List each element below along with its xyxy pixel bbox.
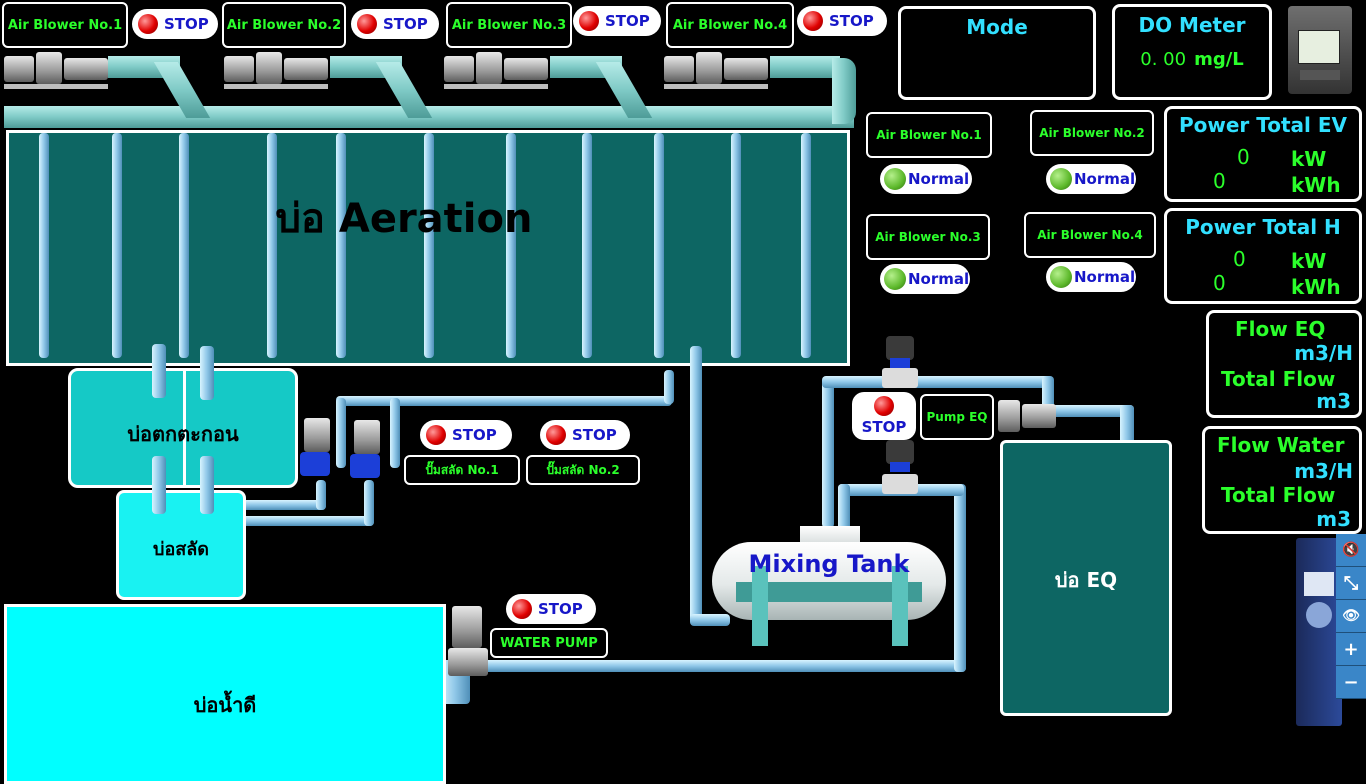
normal-indicator-icon — [884, 268, 906, 290]
sludge-pump-2-label: ปั๊มสลัด No.2 — [526, 455, 640, 485]
clean-water-tank: บ่อน้ำดี — [4, 604, 446, 784]
mode-title: Mode — [966, 15, 1028, 39]
flow-eq-rate-unit: m3/H — [1294, 341, 1353, 365]
stop-indicator-icon — [426, 425, 446, 445]
water-pump-stop-button[interactable]: STOP — [506, 594, 596, 624]
valve-upper[interactable] — [880, 336, 920, 390]
do-meter-unit: mg/L — [1194, 49, 1244, 70]
aeration-outlet-pipe — [690, 346, 702, 624]
stop-indicator-icon — [512, 599, 532, 619]
mode-panel: Mode — [898, 6, 1096, 100]
inverter-device-icon[interactable] — [1296, 538, 1342, 726]
zoom-in-icon[interactable]: + — [1336, 633, 1366, 666]
zoom-out-icon[interactable]: − — [1336, 666, 1366, 699]
air-duct-4 — [770, 56, 840, 78]
power-ev-kwh-unit: kWh — [1291, 173, 1341, 197]
power-meter-device-icon[interactable] — [1288, 6, 1352, 94]
sludge-pump-1-label: ปั๊มสลัด No.1 — [404, 455, 520, 485]
sludge-tank-label: บ่อสลัด — [153, 538, 209, 560]
eq-tank-label: บ่อ EQ — [1054, 568, 1118, 592]
status-label-blower-1: Air Blower No.1 — [866, 112, 992, 158]
blower-2-stop-button[interactable]: STOP — [351, 9, 439, 39]
power-h-title: Power Total H — [1185, 215, 1341, 239]
power-ev-kw-value: 0 — [1237, 145, 1250, 169]
stop-indicator-icon — [357, 14, 377, 34]
air-duct-4-drop — [832, 58, 856, 124]
aeration-tank-label: บ่อ Aeration — [275, 196, 533, 242]
flow-eq-panel: Flow EQ m3/H Total Flow m3 — [1206, 310, 1362, 418]
flow-water-panel: Flow Water m3/H Total Flow m3 — [1202, 426, 1362, 534]
status-label-blower-2: Air Blower No.2 — [1030, 110, 1154, 156]
flow-water-rate-unit: m3/H — [1294, 459, 1353, 483]
blower-4-stop-button[interactable]: STOP — [797, 6, 887, 36]
power-h-kwh-unit: kWh — [1291, 275, 1341, 299]
sludge-return-pipe — [336, 396, 672, 406]
blower-machine-2[interactable] — [224, 50, 328, 90]
status-label-blower-3: Air Blower No.3 — [866, 214, 990, 260]
flow-water-title: Flow Water — [1217, 433, 1345, 457]
do-meter-value: 0. 00 — [1140, 49, 1187, 70]
status-label-blower-4: Air Blower No.4 — [1024, 212, 1156, 258]
normal-indicator-icon — [1050, 266, 1072, 288]
mixing-tank-label: Mixing Tank — [748, 550, 910, 578]
power-ev-kwh-value: 0 — [1213, 169, 1226, 193]
blower-machine-3[interactable] — [444, 50, 548, 90]
sediment-tank: บ่อตกตะกอน — [68, 368, 298, 488]
sludge-pump-2-stop-button[interactable]: STOP — [540, 420, 630, 450]
sediment-tank-label: บ่อตกตะกอน — [127, 422, 239, 446]
sludge-pump-1[interactable] — [300, 418, 334, 484]
blower-label-3: Air Blower No.3 — [446, 2, 572, 48]
flow-eq-title: Flow EQ — [1235, 317, 1326, 341]
water-pump-label: WATER PUMP — [490, 628, 608, 658]
sludge-tank: บ่อสลัด — [116, 490, 246, 600]
normal-indicator-icon — [1050, 168, 1072, 190]
stop-indicator-icon — [579, 11, 599, 31]
power-ev-kw-unit: kW — [1291, 147, 1327, 171]
flow-eq-total-label: Total Flow — [1221, 367, 1336, 391]
stop-indicator-icon — [803, 11, 823, 31]
aeration-tank: บ่อ Aeration — [6, 130, 850, 366]
blower-machine-4[interactable] — [664, 50, 768, 90]
blower-4-status-indicator[interactable]: Normal — [1046, 262, 1136, 292]
clean-water-tank-label: บ่อน้ำดี — [193, 693, 257, 717]
stop-indicator-icon — [874, 396, 894, 416]
normal-indicator-icon — [884, 168, 906, 190]
flow-water-total-label: Total Flow — [1221, 483, 1336, 507]
blower-label-2: Air Blower No.2 — [222, 2, 346, 48]
power-total-h-panel: Power Total H 0 kW 0 kWh — [1164, 208, 1362, 304]
flow-water-total-unit: m3 — [1316, 507, 1351, 531]
mute-icon[interactable]: 🔇 — [1336, 534, 1366, 567]
power-total-ev-panel: Power Total EV 0 kW 0 kWh — [1164, 106, 1362, 202]
blower-1-status-indicator[interactable]: Normal — [880, 164, 972, 194]
sludge-pump-2[interactable] — [350, 420, 384, 486]
power-h-kw-unit: kW — [1291, 249, 1327, 273]
blower-label-1: Air Blower No.1 — [2, 2, 128, 48]
stop-indicator-icon — [546, 425, 566, 445]
pump-eq-machine[interactable] — [998, 398, 1056, 434]
pump-eq-stop-button[interactable]: STOP — [852, 392, 916, 440]
blower-label-4: Air Blower No.4 — [666, 2, 794, 48]
do-meter-title: DO Meter — [1138, 13, 1246, 37]
eye-icon[interactable]: 👁 — [1336, 600, 1366, 633]
collapse-icon[interactable]: ⤡ — [1336, 567, 1366, 600]
blower-machine-1[interactable] — [4, 50, 108, 90]
do-meter-panel: DO Meter 0. 00 mg/L — [1112, 4, 1272, 100]
blower-3-status-indicator[interactable]: Normal — [880, 264, 970, 294]
power-h-kwh-value: 0 — [1213, 271, 1226, 295]
mixing-tank: Mixing Tank — [712, 526, 946, 646]
sludge-pump-1-stop-button[interactable]: STOP — [420, 420, 512, 450]
power-h-kw-value: 0 — [1233, 247, 1246, 271]
blower-3-stop-button[interactable]: STOP — [573, 6, 661, 36]
stop-indicator-icon — [138, 14, 158, 34]
blower-1-stop-button[interactable]: STOP — [132, 9, 218, 39]
pump-eq-label: Pump EQ — [920, 394, 994, 440]
side-toolbar: 🔇 ⤡ 👁 + − — [1336, 534, 1366, 706]
water-pump[interactable] — [448, 606, 492, 678]
power-ev-title: Power Total EV — [1178, 113, 1347, 137]
water-pump-discharge-pipe — [470, 660, 966, 672]
flow-eq-total-unit: m3 — [1316, 389, 1351, 413]
eq-tank: บ่อ EQ — [1000, 440, 1172, 716]
valve-lower[interactable] — [880, 440, 920, 496]
blower-2-status-indicator[interactable]: Normal — [1046, 164, 1136, 194]
